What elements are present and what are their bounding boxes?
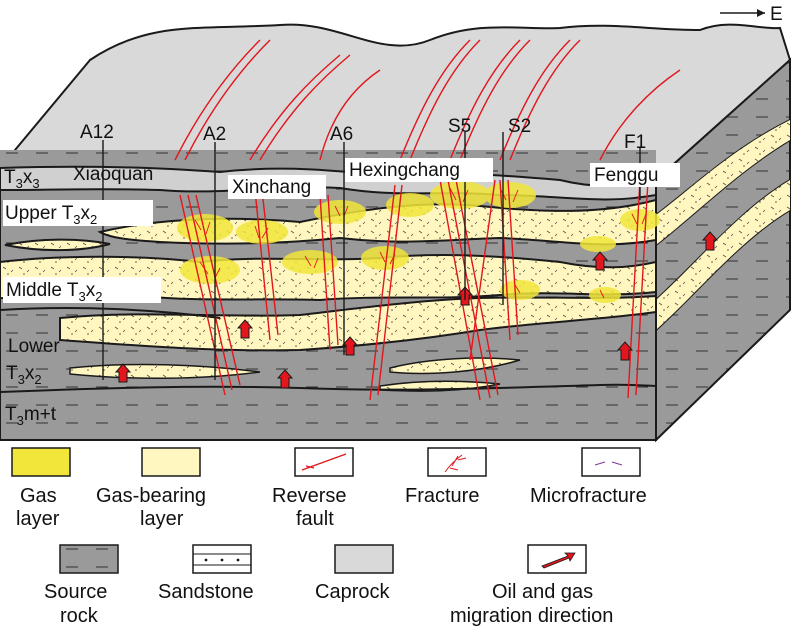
- svg-text:Gas: Gas: [20, 485, 57, 507]
- well-label-f1: F1: [624, 132, 646, 153]
- reverse-faults: [174, 39, 681, 401]
- svg-text:Upper T3x2: Upper T3x2: [5, 203, 97, 227]
- well-label-a2: A2: [203, 124, 226, 145]
- legend-microfracture: Microfracture: [530, 447, 647, 507]
- legend-migration: Oil and gas migration direction: [450, 544, 613, 627]
- well-label-a12: A12: [80, 122, 114, 143]
- svg-text:Sandstone: Sandstone: [158, 581, 254, 603]
- svg-text:T3m+t: T3m+t: [5, 404, 57, 428]
- svg-text:fault: fault: [296, 508, 334, 530]
- town-label-xinchang: Xinchang: [232, 177, 311, 198]
- town-label-hexingchang: Hexingchang: [349, 160, 460, 181]
- legend-reverse-fault: Reverse fault: [272, 447, 354, 530]
- svg-text:rock: rock: [60, 605, 99, 627]
- well-label-a6: A6: [330, 124, 353, 145]
- strat-label-upper: Upper T3x2: [5, 203, 97, 227]
- legend-source-rock: Source rock: [44, 544, 119, 627]
- legend-gas-layer: Gas layer: [11, 447, 71, 530]
- well-label-s2: S2: [508, 116, 531, 137]
- town-label-fenggu: Fenggu: [594, 165, 658, 186]
- svg-text:Microfracture: Microfracture: [530, 485, 647, 507]
- svg-text:Reverse: Reverse: [272, 485, 346, 507]
- fracture-lines: [194, 187, 647, 299]
- strat-label-lower-word: Lower: [8, 336, 60, 357]
- svg-text:Oil and gas: Oil and gas: [492, 581, 593, 603]
- svg-text:T3x3: T3x3: [4, 167, 40, 191]
- strat-label-t3x3: T3x3: [4, 167, 40, 191]
- town-label-xiaoquan: Xiaoquan: [73, 164, 153, 185]
- svg-text:Gas-bearing: Gas-bearing: [96, 485, 206, 507]
- strat-label-lower: T3x2: [6, 363, 42, 387]
- svg-text:Middle T3x2: Middle T3x2: [6, 280, 102, 304]
- strat-label-middle: Middle T3x2: [6, 280, 102, 304]
- legend-sandstone: Sandstone: [158, 544, 254, 603]
- gas-layer-patches: [177, 181, 660, 303]
- svg-text:layer: layer: [16, 508, 60, 530]
- legend: Gas layer Gas-bearing layer Reverse faul…: [11, 447, 647, 627]
- well-label-s5: S5: [448, 116, 471, 137]
- legend-gas-bearing-layer: Gas-bearing layer: [96, 447, 206, 530]
- svg-text:Fracture: Fracture: [405, 485, 479, 507]
- well-lines: [102, 132, 641, 380]
- strat-label-t3mt: T3m+t: [5, 404, 57, 428]
- svg-text:migration direction: migration direction: [450, 605, 613, 627]
- legend-caprock: Caprock: [315, 544, 394, 603]
- svg-text:Caprock: Caprock: [315, 581, 390, 603]
- svg-text:layer: layer: [140, 508, 184, 530]
- svg-text:Source: Source: [44, 581, 107, 603]
- compass-label: E: [770, 4, 783, 25]
- svg-text:T3x2: T3x2: [6, 363, 42, 387]
- compass-arrow: E: [720, 4, 783, 25]
- legend-fracture: Fracture: [405, 447, 487, 507]
